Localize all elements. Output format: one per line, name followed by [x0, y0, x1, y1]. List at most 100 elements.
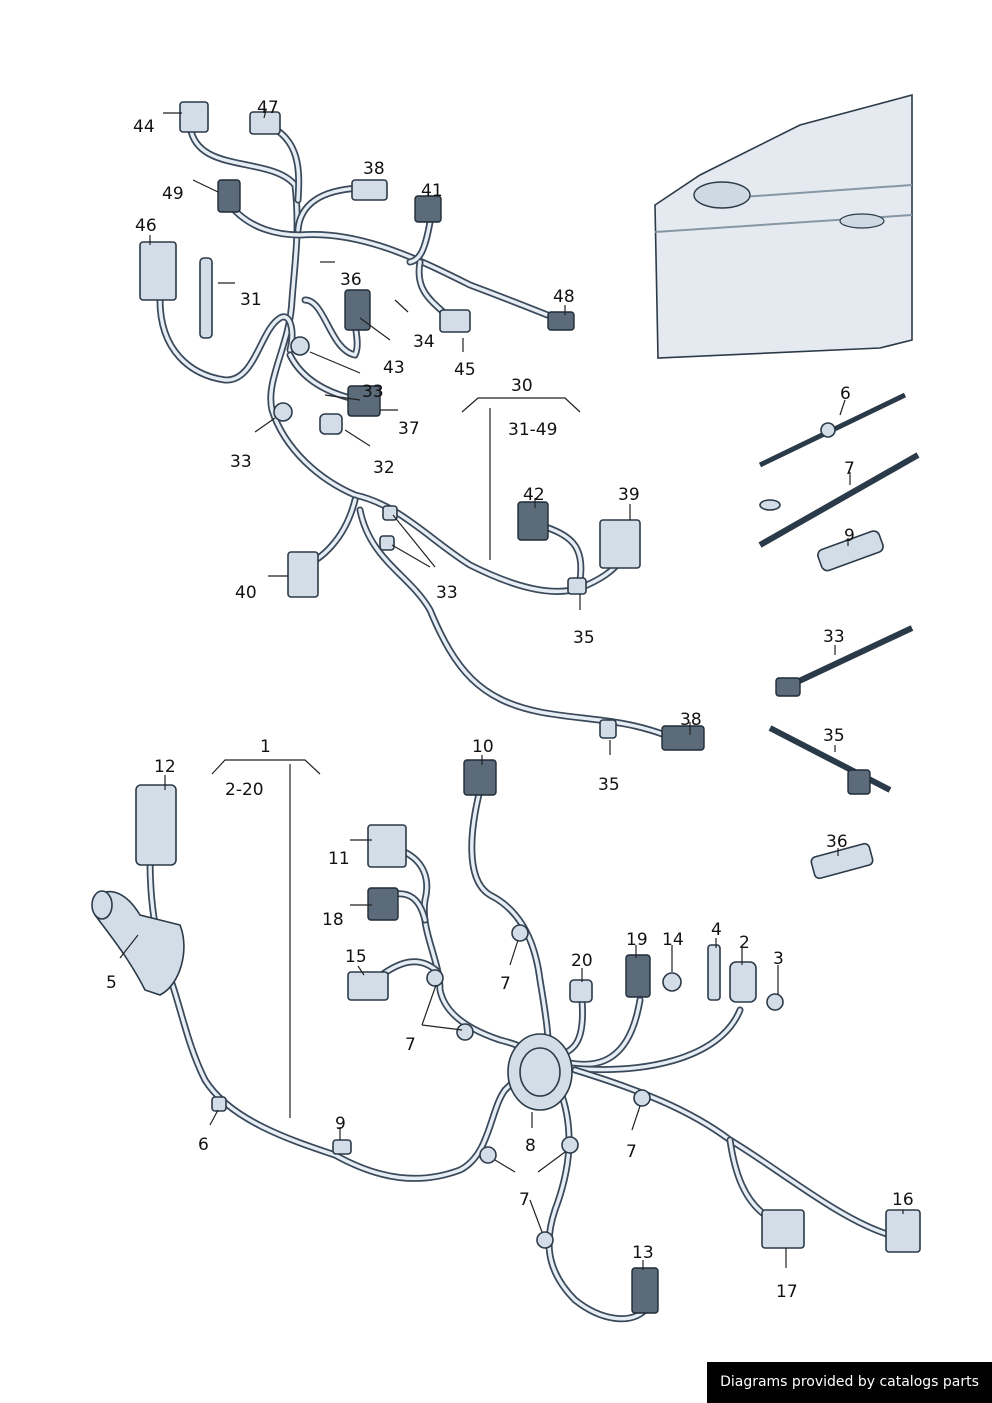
label-3: 3 — [773, 949, 784, 969]
connector-41 — [414, 195, 442, 223]
label-14: 14 — [662, 930, 684, 950]
label-33d: 33 — [823, 627, 845, 647]
connector-20 — [569, 979, 593, 1003]
connector-44 — [179, 101, 209, 133]
clip-14 — [662, 972, 682, 992]
label-7c: 7 — [405, 1035, 416, 1055]
label-7d: 7 — [626, 1142, 637, 1162]
grommet-7-g — [536, 1231, 554, 1249]
connector-18 — [367, 887, 399, 921]
label-4: 4 — [711, 920, 722, 940]
connector-48 — [547, 311, 575, 331]
label-31: 31 — [240, 290, 262, 310]
connector-38a — [351, 179, 388, 201]
holder-4 — [707, 944, 721, 1001]
label-49: 49 — [162, 184, 184, 204]
label-44: 44 — [133, 117, 155, 137]
clip-33c-2 — [379, 535, 395, 551]
clip-3 — [766, 993, 784, 1011]
connector-11 — [367, 824, 407, 868]
label-16: 16 — [892, 1190, 914, 1210]
label-43: 43 — [383, 358, 405, 378]
label-6b: 6 — [198, 1135, 209, 1155]
connector-37 — [347, 385, 381, 417]
cable-tie-33 — [778, 625, 914, 693]
connector-45 — [439, 309, 471, 333]
connector-10 — [463, 759, 497, 796]
connector-49 — [217, 179, 241, 213]
connector-39 — [599, 519, 641, 569]
grommet-7-f — [561, 1136, 579, 1154]
label-2: 2 — [739, 933, 750, 953]
label-10: 10 — [472, 737, 494, 757]
lower-connectors — [91, 759, 921, 1314]
label-42: 42 — [523, 485, 545, 505]
grommet-43 — [290, 336, 310, 356]
label-12: 12 — [154, 757, 176, 777]
label-19: 19 — [626, 930, 648, 950]
label-31-49: 31-49 — [508, 420, 557, 440]
connector-15 — [347, 971, 389, 1001]
label-38a: 38 — [363, 159, 385, 179]
connector-40 — [287, 551, 319, 598]
upper-connectors — [139, 101, 705, 751]
label-1: 1 — [260, 737, 271, 757]
grommet-7-d — [633, 1089, 651, 1107]
label-30: 30 — [511, 376, 533, 396]
label-38b: 38 — [680, 710, 702, 730]
label-7b: 7 — [500, 974, 511, 994]
connector-42 — [517, 501, 549, 541]
connector-16 — [885, 1209, 921, 1253]
label-35b: 35 — [598, 775, 620, 795]
grommet-7-a — [511, 924, 529, 942]
grommet-33b — [273, 402, 293, 422]
clip-6 — [211, 1096, 227, 1112]
label-46: 46 — [135, 216, 157, 236]
grommet-7-e — [479, 1146, 497, 1164]
holder-36 — [810, 842, 874, 880]
label-36a: 36 — [340, 270, 362, 290]
connector-46 — [139, 241, 177, 301]
cable-tie-7 — [758, 452, 920, 548]
label-36b: 36 — [826, 832, 848, 852]
clip-9 — [332, 1139, 352, 1155]
label-11: 11 — [328, 849, 350, 869]
label-5: 5 — [106, 973, 117, 993]
holder-9 — [817, 530, 884, 572]
credit-banner: Diagrams provided by catalogs parts — [707, 1362, 992, 1403]
upper-harness-wires — [156, 121, 669, 739]
label-33a: 33 — [362, 382, 384, 402]
label-34: 34 — [413, 332, 435, 352]
connector-17 — [761, 1209, 805, 1249]
label-13: 13 — [632, 1243, 654, 1263]
grommet-7-b — [426, 969, 444, 987]
label-40: 40 — [235, 583, 257, 603]
door-panel — [654, 93, 913, 359]
label-7e: 7 — [519, 1190, 530, 1210]
label-18: 18 — [322, 910, 344, 930]
label-33b: 33 — [230, 452, 252, 472]
clip-35b — [599, 719, 617, 739]
connector-36a — [344, 289, 371, 331]
grommet-7-c — [456, 1023, 474, 1041]
connector-38b — [661, 725, 705, 751]
label-33c: 33 — [436, 583, 458, 603]
leader-lines — [119, 109, 904, 1270]
loose-parts — [758, 392, 920, 880]
label-47: 47 — [257, 98, 279, 118]
label-9b: 9 — [335, 1114, 346, 1134]
label-6a: 6 — [840, 384, 851, 404]
label-35c: 35 — [823, 726, 845, 746]
connector-19 — [625, 954, 651, 998]
label-35a: 35 — [573, 628, 595, 648]
part-labels: 44 47 38 49 41 46 31 36 48 34 45 43 33 3… — [106, 98, 914, 1302]
label-9a: 9 — [844, 526, 855, 546]
label-17: 17 — [776, 1282, 798, 1302]
label-7a: 7 — [844, 459, 855, 479]
label-37: 37 — [398, 419, 420, 439]
grommet-5 — [94, 890, 185, 996]
label-39: 39 — [618, 485, 640, 505]
clip-35a — [567, 577, 587, 595]
connector-12 — [135, 784, 177, 866]
sensor-2 — [729, 961, 757, 1003]
